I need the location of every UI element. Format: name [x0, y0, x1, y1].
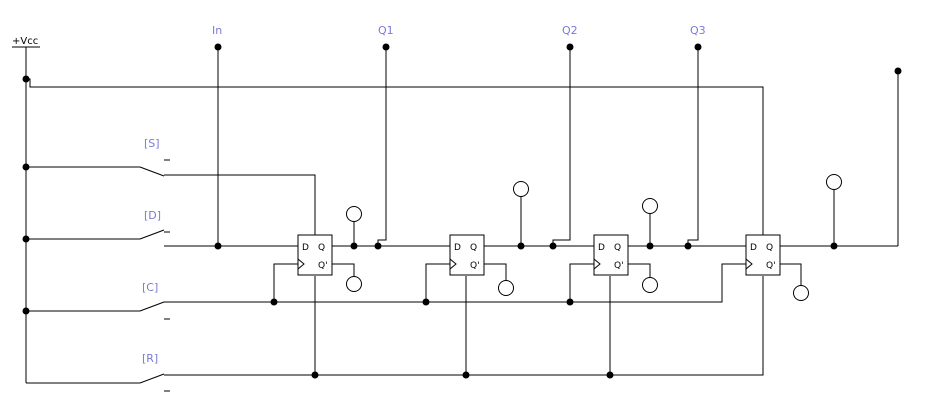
svg-text:D: D [750, 243, 757, 253]
switch-s-label: [S] [144, 137, 160, 150]
q2-label: Q2 [562, 24, 578, 37]
svg-text:D: D [454, 243, 461, 253]
switch-r-label: [R] [142, 352, 158, 365]
svg-text:Q': Q' [614, 261, 624, 271]
switch-s[interactable]: [S] [26, 137, 316, 240]
svg-text:Q: Q [766, 243, 773, 253]
vcc-supply: +Vcc [12, 36, 764, 383]
net-labels: In Q1 Q2 Q3 [212, 24, 706, 37]
svg-text:D: D [302, 243, 309, 253]
flip-flop-4: D Q Q' [745, 174, 898, 301]
output-test-points [214, 43, 902, 246]
switch-r[interactable]: [R] [26, 276, 764, 392]
flip-flop-2: D Q Q' [449, 181, 594, 296]
flip-flop-3: D Q Q' [593, 198, 746, 293]
switch-d[interactable]: [D] [26, 209, 298, 250]
svg-text:Q: Q [318, 243, 325, 253]
svg-text:Q': Q' [470, 261, 480, 271]
switch-c[interactable]: [C] [26, 263, 746, 320]
svg-text:Q: Q [470, 243, 477, 253]
svg-text:D: D [598, 243, 605, 253]
svg-text:Q: Q [614, 243, 621, 253]
svg-text:Q': Q' [318, 261, 328, 271]
flip-flop-1: D Q Q' [297, 206, 450, 292]
in-label: In [212, 24, 222, 37]
vcc-label: +Vcc [12, 36, 38, 47]
switch-d-label: [D] [144, 209, 161, 222]
switch-c-label: [C] [142, 281, 158, 294]
q1-label: Q1 [378, 24, 394, 37]
q3-label: Q3 [690, 24, 706, 37]
svg-text:Q': Q' [766, 261, 776, 271]
